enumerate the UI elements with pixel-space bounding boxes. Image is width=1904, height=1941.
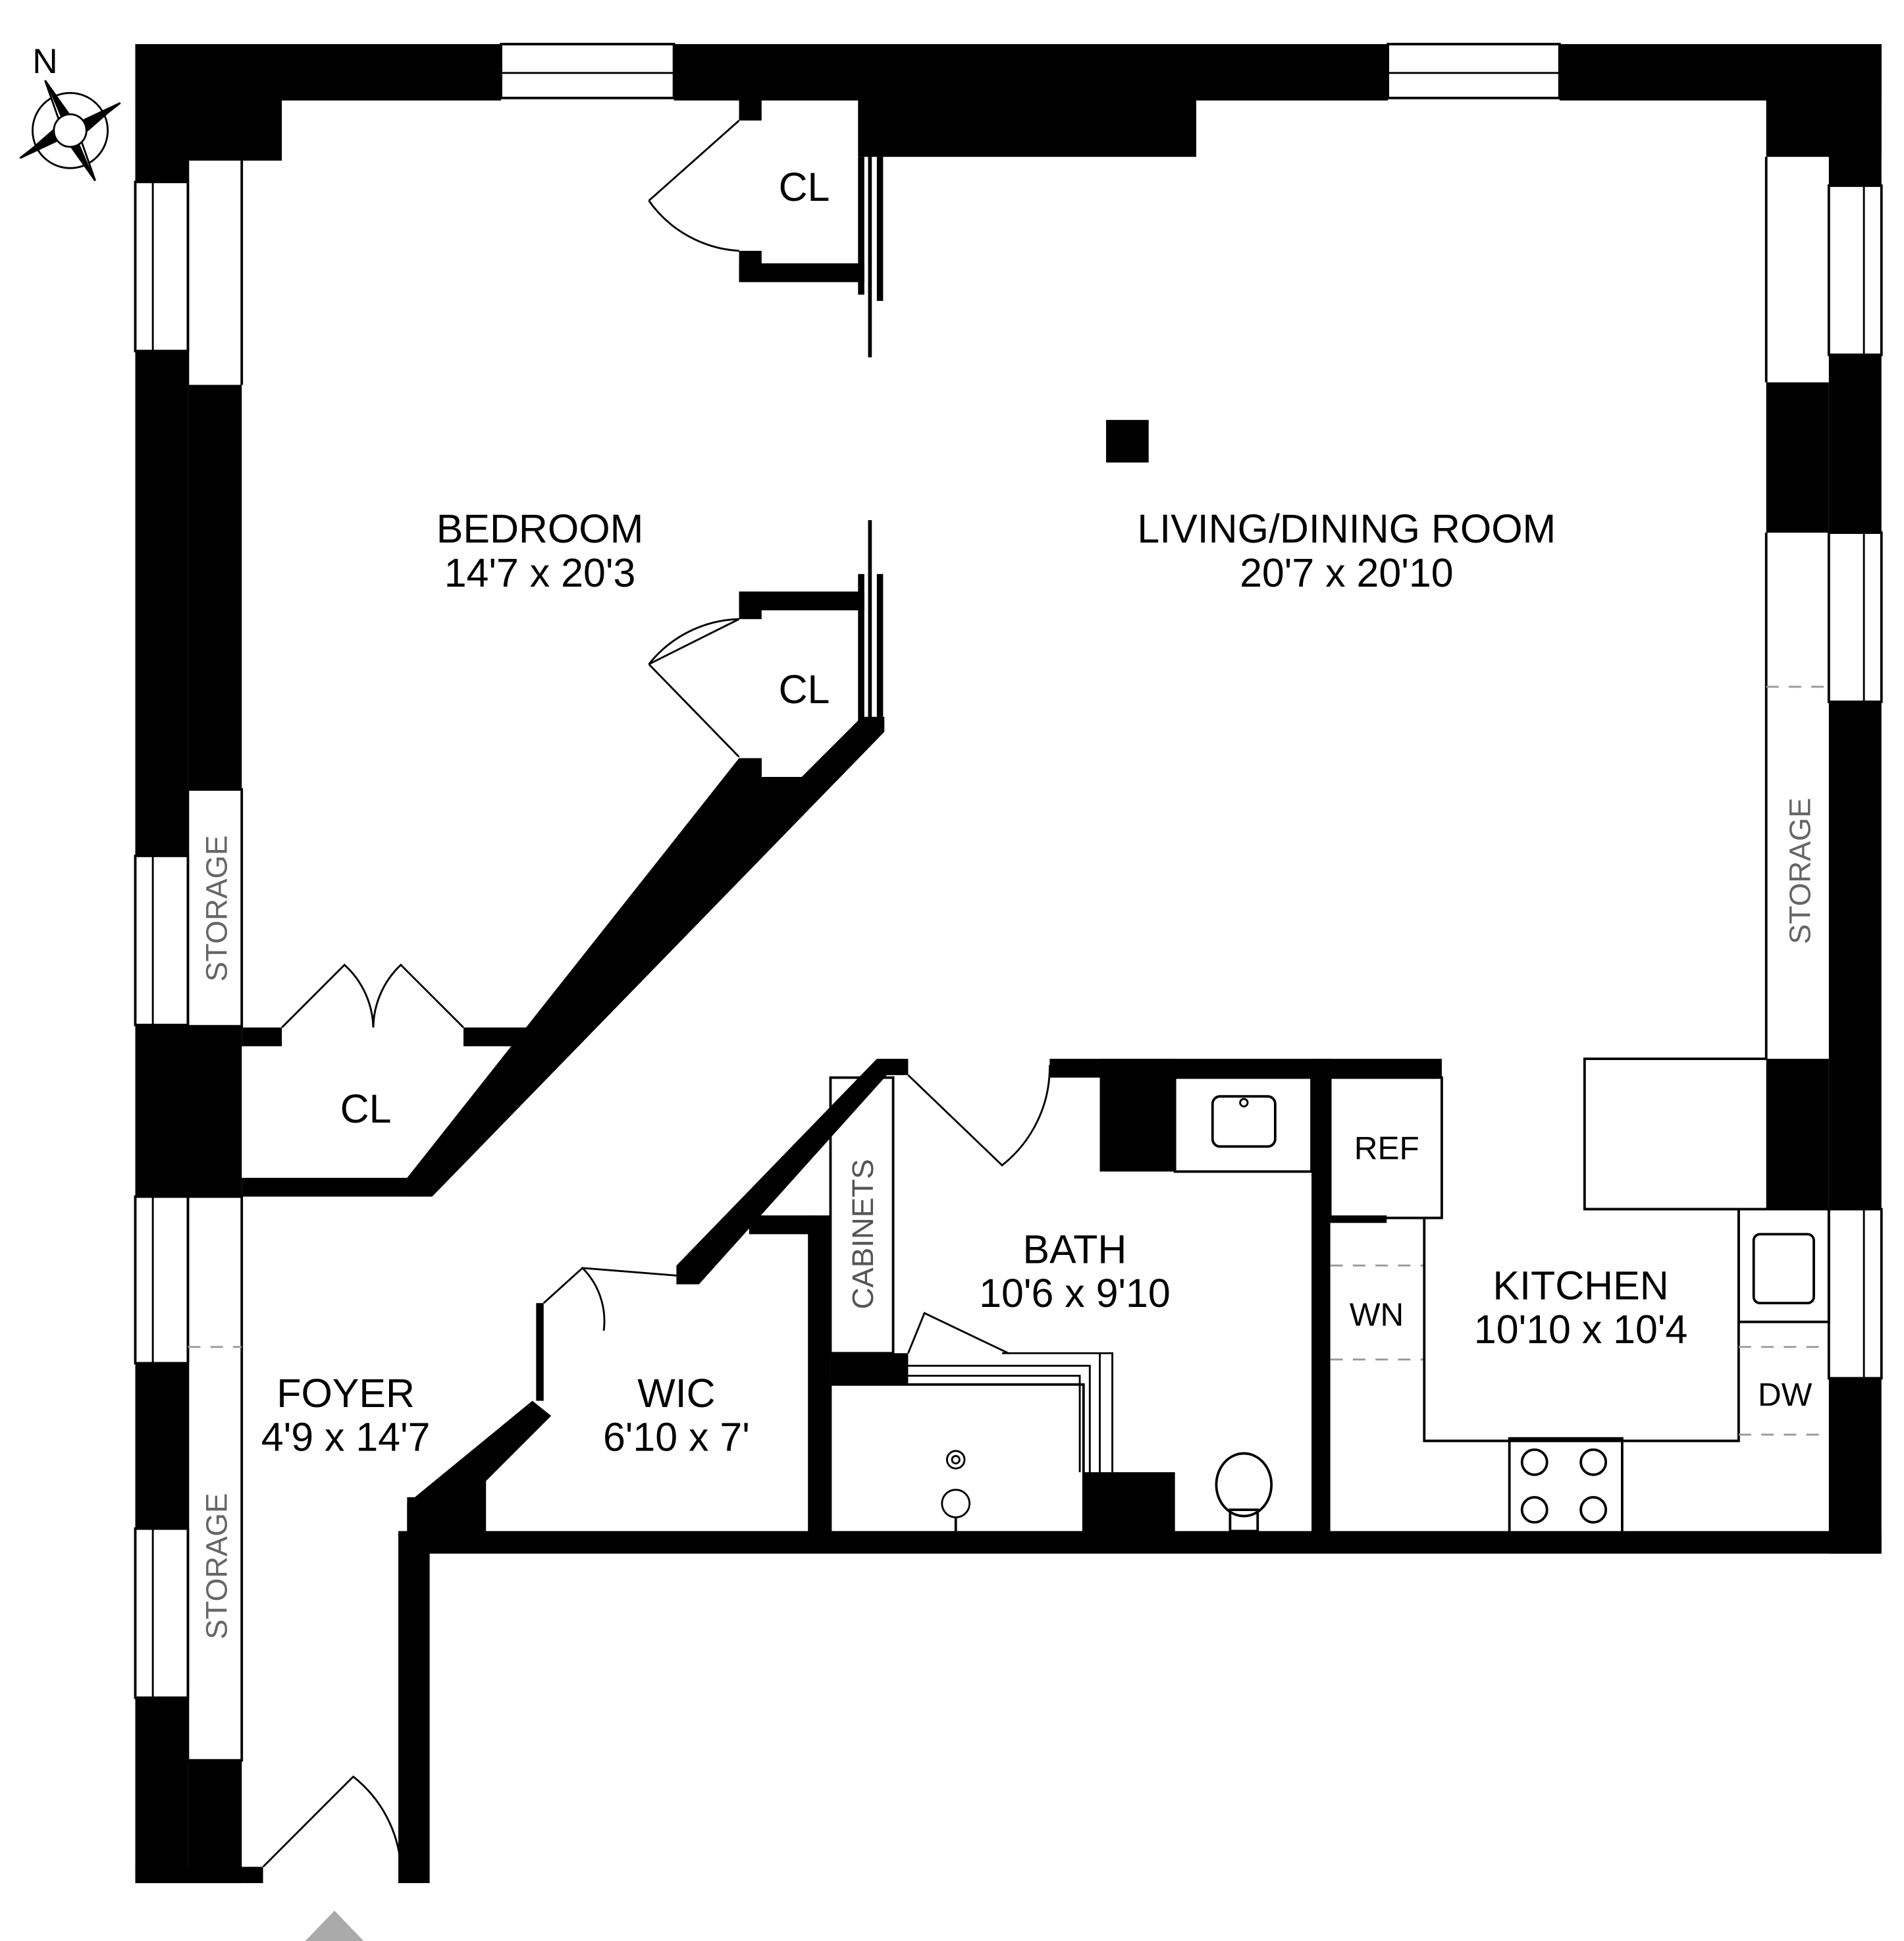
living-dims: 20'7 x 20'10 <box>1240 550 1453 595</box>
wic-dims: 6'10 x 7' <box>603 1415 750 1460</box>
kitchen-sink <box>1737 1208 1830 1323</box>
living-name: LIVING/DINING ROOM <box>1137 506 1556 551</box>
entry-arrow-icon <box>305 1910 364 1941</box>
bath-dims: 10'6 x 9'10 <box>979 1271 1171 1316</box>
foyer-name: FOYER <box>277 1371 415 1416</box>
kitchen-name: KITCHEN <box>1493 1263 1669 1308</box>
cabinets-label: CABINETS <box>846 1159 880 1309</box>
compass-north-label: N <box>32 42 57 81</box>
storage-left-upper <box>186 788 244 1029</box>
storage-label: STORAGE <box>1783 798 1816 944</box>
toilet <box>1215 1452 1273 1518</box>
windows <box>134 43 1883 1699</box>
bedroom-name: BEDROOM <box>436 506 644 551</box>
bath-sink <box>1173 1076 1313 1173</box>
bath-name: BATH <box>1023 1227 1127 1271</box>
cabinets <box>829 1076 895 1355</box>
storage-left-lower <box>186 1195 244 1762</box>
kitchen-dims: 10'10 x 10'4 <box>1474 1307 1688 1352</box>
bedroom-dims: 14'7 x 20'3 <box>444 550 636 595</box>
foyer-dims: 4'9 x 14'7 <box>261 1415 431 1460</box>
refrigerator <box>1329 1076 1443 1219</box>
wn-label: WN <box>1350 1296 1404 1333</box>
closet-label: CL <box>779 165 830 209</box>
wic-name: WIC <box>637 1371 715 1416</box>
ref-label: REF <box>1354 1130 1419 1166</box>
storage-label: STORAGE <box>199 1493 233 1639</box>
dw-label: DW <box>1758 1377 1812 1413</box>
stove <box>1508 1437 1624 1537</box>
compass-rose-icon: N <box>19 42 121 182</box>
bathtub <box>829 1383 1085 1534</box>
fixtures <box>829 1057 1830 1537</box>
closet-label: CL <box>340 1086 392 1131</box>
walls <box>135 44 1882 1884</box>
doors <box>262 119 1051 1868</box>
closet-label: CL <box>779 667 830 712</box>
storage-label: STORAGE <box>199 836 233 982</box>
